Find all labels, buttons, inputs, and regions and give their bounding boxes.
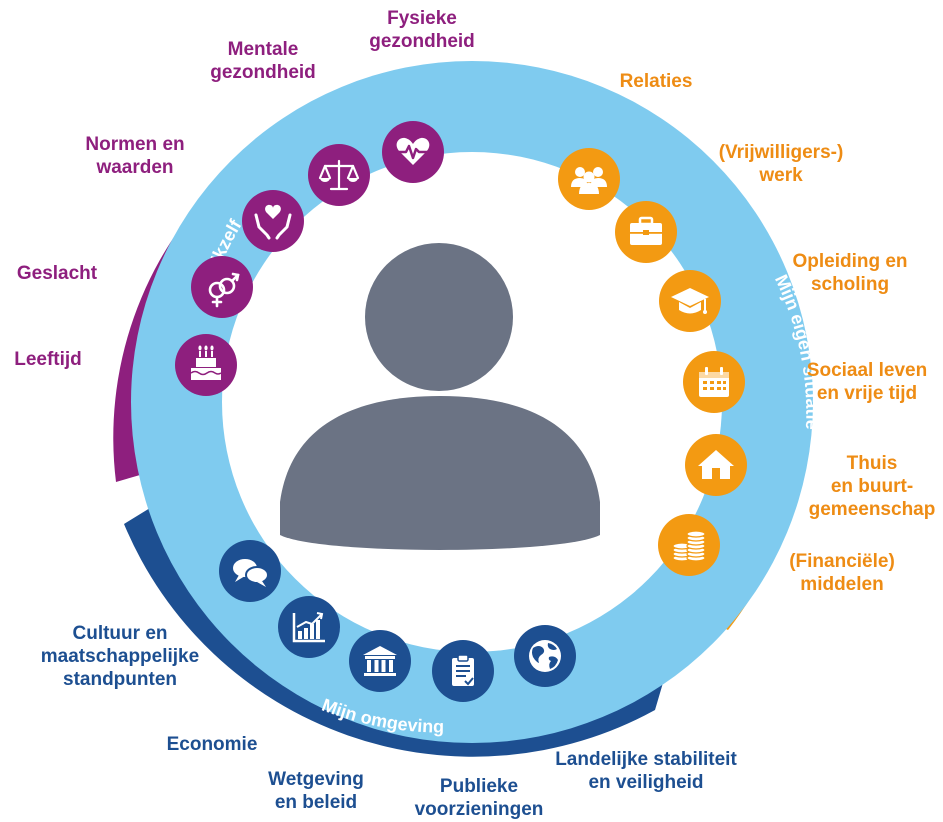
briefcase-icon [615, 201, 677, 263]
label-financiele-middelen: (Financiële)middelen [789, 551, 895, 595]
hands-heart-icon [242, 190, 304, 252]
people-group-icon [558, 148, 620, 210]
coins-icon [658, 514, 720, 576]
person-silhouette-icon [280, 243, 600, 550]
house-icon [685, 434, 747, 496]
label-geslacht: Geslacht [16, 263, 98, 284]
calendar-icon [683, 351, 745, 413]
speech-bubbles-icon [219, 540, 281, 602]
label-vrijwilligers-werk: (Vrijwilligers-)werk [718, 142, 844, 186]
label-relaties: Relaties [619, 71, 693, 92]
globe-icon [514, 625, 576, 687]
clipboard-icon [432, 640, 494, 702]
gender-icon [191, 256, 253, 318]
birthday-cake-icon [175, 334, 237, 396]
label-economie: Economie [166, 734, 258, 755]
growth-chart-icon [278, 596, 340, 658]
heart-pulse-icon [382, 121, 444, 183]
graduation-cap-icon [659, 270, 721, 332]
scales-icon [308, 144, 370, 206]
label-leeftijd: Leeftijd [14, 349, 82, 370]
government-building-icon [349, 630, 411, 692]
